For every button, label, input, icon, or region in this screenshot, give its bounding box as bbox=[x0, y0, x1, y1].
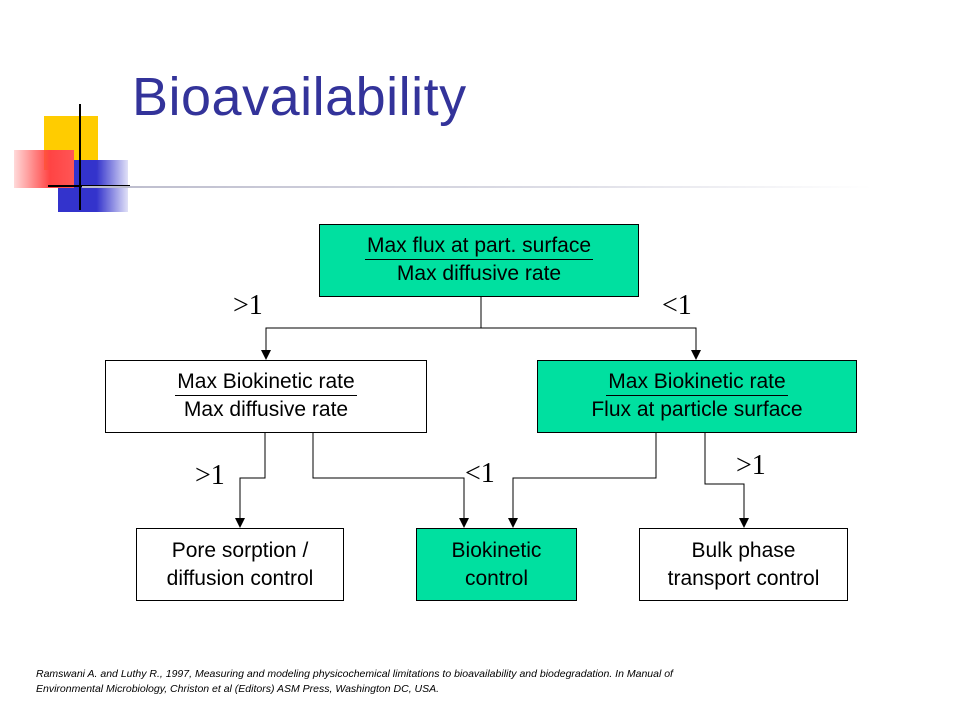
outcome-pore-line1: Pore sorption / bbox=[171, 538, 309, 562]
edge-top-split bbox=[261, 297, 482, 360]
citation: Ramswani A. and Luthy R., 1997, Measurin… bbox=[36, 667, 916, 697]
node-right-denominator: Flux at particle surface bbox=[591, 398, 803, 421]
outcome-bulk-transport-control: Bulk phase transport control bbox=[639, 528, 848, 601]
outcome-pore-line2: diffusion control bbox=[166, 566, 314, 590]
citation-line1: Ramswani A. and Luthy R., 1997, Measurin… bbox=[36, 668, 673, 680]
deco-red-square bbox=[14, 150, 74, 188]
edge-right-to-bio bbox=[508, 433, 657, 528]
edge-right-to-bulk bbox=[704, 433, 749, 528]
node-left-numerator: Max Biokinetic rate bbox=[175, 369, 357, 396]
edge-label-left-down: >1 bbox=[195, 460, 225, 491]
node-flux-ratio-denominator: Max diffusive rate bbox=[396, 262, 562, 285]
slide-title: Bioavailability bbox=[132, 67, 467, 127]
node-flux-ratio: Max flux at part. surface Max diffusive … bbox=[319, 224, 639, 297]
citation-line2: Environmental Microbiology, Christon et … bbox=[36, 683, 440, 695]
node-left-denominator: Max diffusive rate bbox=[183, 398, 349, 421]
outcome-bulk-line1: Bulk phase bbox=[691, 538, 796, 562]
outcome-pore-diffusion-control: Pore sorption / diffusion control bbox=[136, 528, 344, 601]
node-flux-ratio-numerator: Max flux at part. surface bbox=[364, 233, 594, 260]
outcome-bulk-line2: transport control bbox=[667, 566, 820, 590]
outcome-bio-line2: control bbox=[464, 566, 529, 590]
outcome-bio-line1: Biokinetic bbox=[451, 538, 542, 562]
edge-label-mid-bio: <1 bbox=[465, 458, 495, 489]
deco-vertical-line bbox=[79, 104, 81, 210]
outcome-biokinetic-control: Biokinetic control bbox=[416, 528, 577, 601]
edge-top-right bbox=[481, 327, 701, 360]
node-biokinetic-diffusive-ratio: Max Biokinetic rate Max diffusive rate bbox=[105, 360, 427, 433]
edge-left-to-bio bbox=[312, 433, 469, 528]
edge-label-top-right: <1 bbox=[662, 290, 692, 321]
edge-label-right-down: >1 bbox=[736, 450, 766, 481]
node-biokinetic-flux-ratio: Max Biokinetic rate Flux at particle sur… bbox=[537, 360, 857, 433]
title-underline-rule bbox=[82, 186, 872, 188]
node-right-numerator: Max Biokinetic rate bbox=[606, 369, 788, 396]
edge-label-top-left: >1 bbox=[233, 290, 263, 321]
edge-left-to-pore bbox=[235, 433, 266, 528]
